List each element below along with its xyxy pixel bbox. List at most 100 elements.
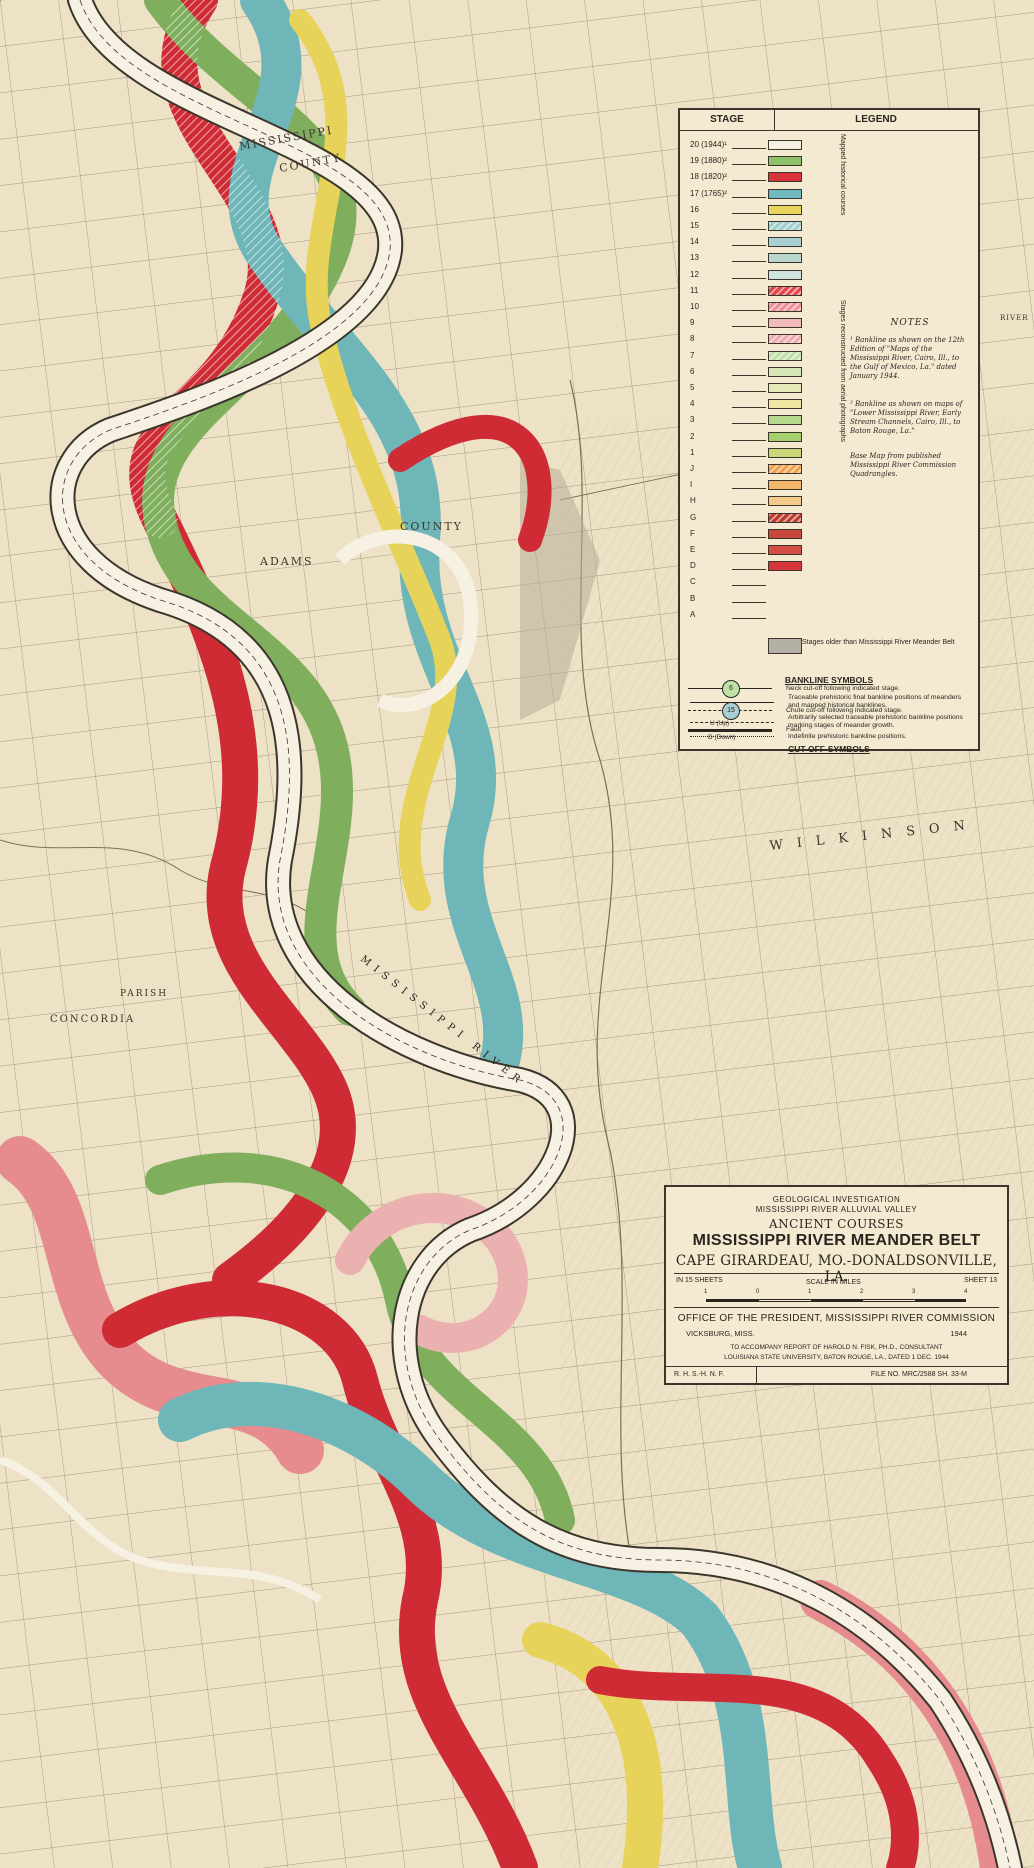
stage-swatch — [768, 253, 802, 264]
stage-label: 1 — [690, 447, 695, 457]
stage-label: 3 — [690, 415, 695, 425]
drafter-initials: R. H. S.-H. N. F. — [674, 1371, 725, 1378]
stage-label: 15 — [690, 221, 699, 230]
stage-label: A — [690, 609, 696, 619]
oxbow-loop — [335, 529, 479, 712]
place-label-river-east: RIVER — [1000, 314, 1028, 322]
stage-leader-line — [732, 439, 766, 441]
stage-swatch — [768, 172, 802, 183]
title-footer: R. H. S.-H. N. F. FILE NO. MRC/2588 SH. … — [666, 1366, 1007, 1383]
meander-band-red-loop — [388, 414, 552, 552]
stage-swatch — [768, 221, 802, 231]
older-stages-label: Stages older than Mississippi River Mean… — [802, 639, 955, 646]
map-title: MISSISSIPPI RIVER MEANDER BELT — [692, 1232, 981, 1249]
stage-row: 13 — [682, 251, 802, 265]
stage-row: 1 — [682, 446, 802, 460]
stage-row: 7 — [682, 349, 802, 363]
fault-line-symbol — [688, 729, 772, 732]
place-label-adams: ADAMS — [259, 555, 314, 568]
stage-swatch — [768, 334, 802, 345]
title-block: GEOLOGICAL INVESTIGATION MISSISSIPPI RIV… — [664, 1185, 1009, 1385]
place-label-county-2: COUNTY — [400, 520, 463, 533]
modern-river — [49, 0, 1023, 1868]
stage-swatch — [768, 156, 802, 167]
fault-down-label: D (Down) — [708, 734, 736, 741]
stage-row: 14 — [682, 235, 802, 249]
stage-row: 17 (1765)² — [682, 187, 802, 201]
scale-label: SCALE IN MILES — [806, 1279, 861, 1286]
stage-swatch — [768, 188, 802, 199]
stage-row: 11 — [682, 284, 802, 298]
stage-swatch — [768, 318, 802, 329]
stage-row: 9 — [682, 316, 802, 330]
stage-row: 20 (1944)¹ — [682, 138, 802, 152]
stage-label: 6 — [690, 366, 695, 376]
bankline-dashed-symbol — [690, 722, 774, 723]
bankline-symbol-1: Traceable prehistoric final bankline pos… — [788, 694, 962, 709]
stage-row: 15 — [682, 219, 802, 233]
stage-leader-line — [732, 342, 766, 344]
stage-row: E — [682, 543, 802, 557]
stage-leader-line — [732, 326, 766, 328]
stage-swatch — [768, 237, 802, 248]
stage-swatch — [768, 545, 802, 555]
stage-leader-line — [732, 293, 766, 295]
stage-label: 4 — [690, 399, 695, 409]
meander-band-yellow-south — [522, 1622, 664, 1868]
stage-label: 10 — [690, 302, 699, 311]
stage-swatch — [768, 350, 802, 361]
stage-leader-line — [732, 601, 766, 603]
stage-leader-line — [732, 164, 766, 166]
stage-row: A — [682, 608, 802, 622]
stage-leader-line — [732, 488, 766, 490]
stage-label: G — [690, 512, 697, 522]
stage-row: D — [682, 559, 802, 573]
note-1: ¹ Bankline as shown on the 12th Edition … — [850, 336, 965, 380]
title-line-1: GEOLOGICAL INVESTIGATION — [772, 1195, 901, 1204]
stage-swatch — [768, 366, 802, 377]
bankline-dotted-symbol — [690, 736, 774, 737]
stage-label: B — [690, 593, 696, 603]
stage-label: I — [690, 480, 693, 490]
stage-label: 7 — [690, 350, 695, 360]
title-line-2: MISSISSIPPI RIVER ALLUVIAL VALLEY — [755, 1205, 918, 1214]
stage-row: 3 — [682, 413, 802, 427]
stage-leader-line — [732, 569, 766, 571]
stage-label: D — [690, 561, 696, 571]
report-line-2: LOUISIANA STATE UNIVERSITY, BATON ROUGE,… — [724, 1354, 949, 1361]
stage-label: 12 — [690, 269, 699, 279]
stage-leader-line — [732, 617, 766, 619]
stage-label: 8 — [690, 334, 695, 344]
stage-swatch — [768, 496, 802, 507]
note-2: ² Bankline as shown on maps of "Lower Mi… — [850, 400, 963, 435]
stage-label: 14 — [690, 237, 699, 247]
stage-row: J — [682, 462, 802, 476]
stage-swatch — [768, 464, 802, 474]
fault-up-label: U (Up) — [710, 720, 730, 727]
scale-tick-label: 1 — [808, 1289, 812, 1295]
stage-swatch — [768, 431, 802, 442]
report-line-1: TO ACCOMPANY REPORT OF HAROLD N. FISK, P… — [730, 1344, 943, 1351]
stage-leader-line — [732, 472, 766, 473]
title-line-3: ANCIENT COURSES — [768, 1217, 905, 1231]
stage-label: C — [690, 577, 696, 587]
stage-leader-line — [732, 261, 766, 263]
stage-leader-line — [732, 553, 766, 554]
scale-tick-label: 3 — [912, 1289, 916, 1295]
stage-row: 4 — [682, 397, 802, 411]
stage-label: J — [690, 464, 694, 473]
title-divider-2 — [674, 1307, 999, 1308]
stage-label: H — [690, 496, 696, 506]
file-number: FILE NO. MRC/2588 SH. 33-M — [870, 1371, 967, 1378]
cutoff-symbol-area: 6 Neck cut-off following indicated stage… — [678, 680, 980, 750]
reconstructed-label: Stages reconstructed from aerial photogr… — [839, 300, 846, 443]
stage-row: C — [682, 575, 802, 589]
stage-leader-line — [732, 310, 766, 311]
chute-cutoff-badge: 15 — [722, 702, 740, 720]
stage-leader-line — [732, 180, 766, 182]
stage-row: 5 — [682, 381, 802, 395]
stage-label: 9 — [690, 318, 695, 328]
city-line: VICKSBURG, MISS. — [686, 1329, 755, 1338]
stage-row: F — [682, 527, 802, 541]
